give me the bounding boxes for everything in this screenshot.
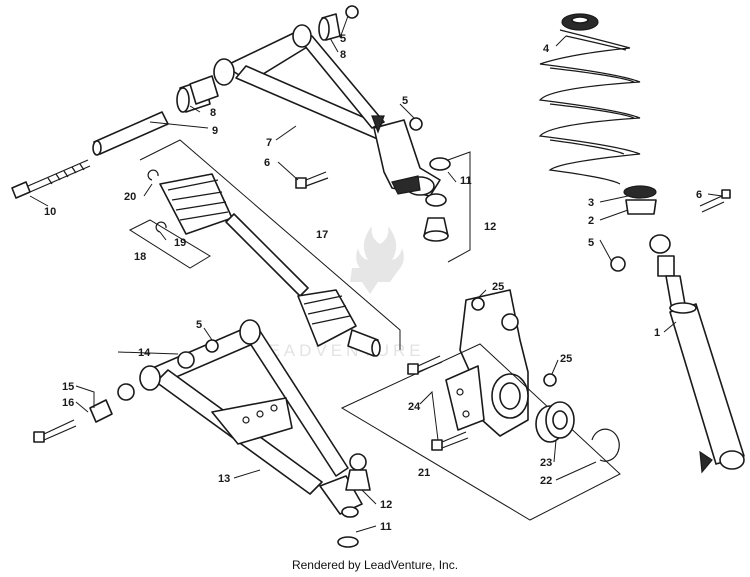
callout-11-lower: 11	[380, 521, 392, 533]
callout-17: 17	[316, 229, 328, 241]
long-bolt	[11, 159, 91, 199]
callout-8-left: 8	[210, 107, 216, 119]
wheel-bearing	[535, 401, 620, 462]
upper-bolt	[295, 171, 329, 189]
axle-clips	[128, 169, 211, 269]
callout-15: 15	[62, 381, 74, 393]
callout-5-lower: 5	[196, 319, 202, 331]
upper-bushings	[176, 13, 341, 113]
callout-22: 22	[540, 475, 552, 487]
footer-credit: Rendered by LeadVenture, Inc.	[291, 558, 459, 572]
callout-24: 24	[408, 401, 421, 413]
shock-absorber	[610, 189, 745, 474]
lower-bushings	[33, 339, 219, 443]
callout-25-top: 25	[492, 281, 504, 293]
callout-11-upper: 11	[460, 175, 472, 187]
callout-13: 13	[218, 473, 230, 485]
callout-5-arm: 5	[402, 95, 408, 107]
callout-4: 4	[543, 43, 550, 55]
lower-ball-joint	[337, 453, 371, 548]
callout-9: 9	[212, 125, 218, 137]
callout-23: 23	[540, 457, 552, 469]
leader-lines	[29, 15, 723, 533]
callout-2: 2	[588, 215, 594, 227]
callout-labels: 1 2 3 4 5 5 5 5 6 6 7 8 8 9 10 11 11 12 …	[44, 33, 702, 533]
callout-21: 21	[418, 467, 430, 479]
lower-a-arm	[139, 319, 363, 518]
callout-1: 1	[654, 327, 660, 339]
callout-19: 19	[174, 237, 186, 249]
callout-5-top: 5	[340, 33, 346, 45]
callout-14: 14	[138, 347, 151, 359]
callout-20: 20	[124, 191, 136, 203]
upper-nuts	[345, 5, 423, 131]
callout-10: 10	[44, 206, 56, 218]
pivot-sleeve	[92, 111, 169, 156]
upper-a-arm	[213, 24, 441, 197]
callout-5-shock: 5	[588, 237, 594, 249]
direction-arrow-upper	[371, 115, 385, 134]
callout-6-arm: 6	[264, 157, 270, 169]
callout-18: 18	[134, 251, 146, 263]
callout-8-top: 8	[340, 49, 346, 61]
cv-axle	[139, 139, 401, 357]
knuckle-fasteners	[407, 297, 557, 451]
leadventure-watermark: LEADVENTURE	[255, 226, 425, 360]
callout-7: 7	[266, 137, 272, 149]
callout-12-lower: 12	[380, 499, 392, 511]
callout-12-upper: 12	[484, 221, 496, 233]
watermark-text: LEADVENTURE	[255, 341, 425, 360]
spring-seat	[623, 185, 657, 215]
callout-16: 16	[62, 397, 74, 409]
callout-3: 3	[588, 197, 594, 209]
steering-knuckle	[340, 289, 621, 521]
callout-6-shock: 6	[696, 189, 702, 201]
upper-ball-joint	[423, 151, 471, 263]
coil-spring	[538, 13, 641, 185]
callout-25-right: 25	[560, 353, 572, 365]
